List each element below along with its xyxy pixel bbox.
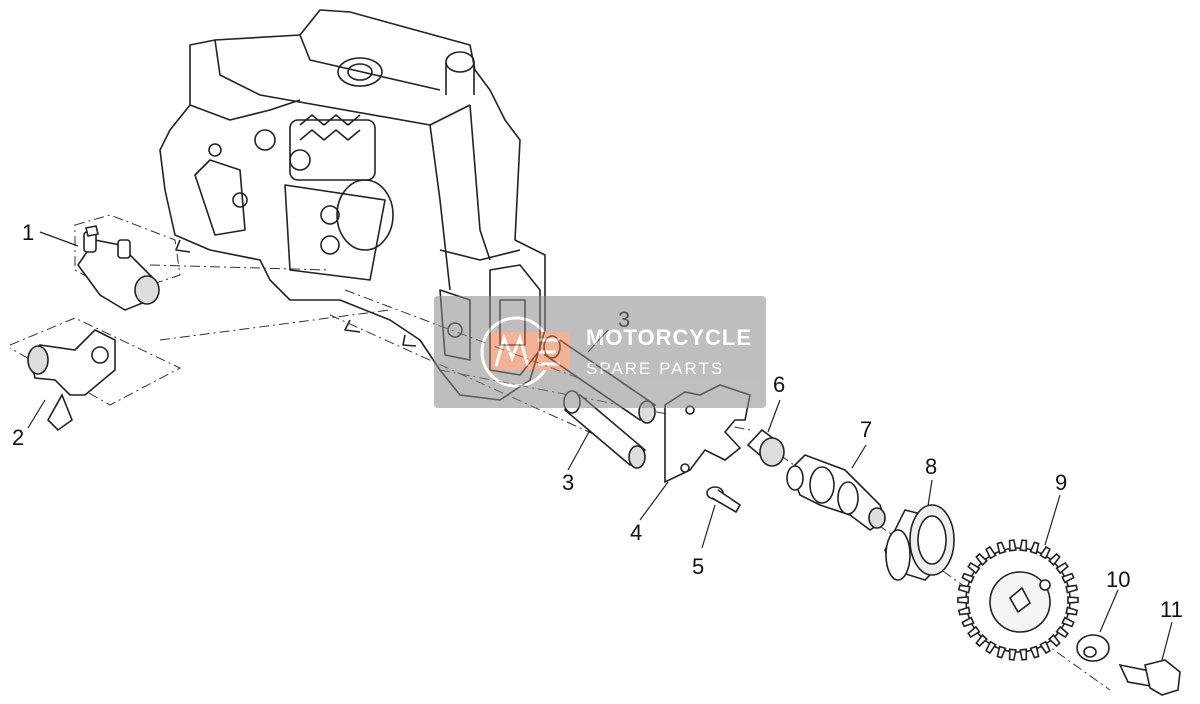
sprocket-tooth: [996, 541, 1007, 555]
sprocket-tooth: [1055, 625, 1069, 639]
sprocket-tooth: [1039, 545, 1051, 560]
part-1-rocker-arm: [77, 225, 160, 311]
sprocket-tooth: [1067, 596, 1079, 604]
sprocket-tooth: [985, 545, 997, 560]
sprocket-tooth: [957, 584, 971, 594]
sprocket-tooth: [957, 606, 971, 616]
sprocket-tooth: [961, 572, 975, 584]
callout-3-lower: 3: [562, 470, 574, 495]
sprocket-tooth: [1065, 584, 1079, 594]
callout-4: 4: [630, 520, 642, 545]
callout-2: 2: [12, 425, 24, 450]
sprocket-tooth: [957, 596, 969, 604]
watermark-line-2: SPARE PARTS: [586, 359, 724, 378]
part-11-bolt: [1118, 659, 1181, 696]
sprocket-tooth: [1008, 648, 1017, 661]
callout-7: 7: [860, 417, 872, 442]
sprocket-tooth: [996, 645, 1007, 659]
sprocket-tooth: [967, 561, 981, 575]
part-8-bearing: [884, 504, 955, 581]
sprocket-tooth: [961, 616, 975, 628]
sprocket-tooth: [1065, 606, 1079, 616]
sprocket-tooth: [1029, 645, 1040, 659]
watermark-line-1: MOTORCYCLE: [586, 325, 752, 350]
part-9-sprocket: [957, 539, 1079, 661]
part-5-screw: [706, 486, 742, 514]
callout-1: 1: [22, 220, 34, 245]
callout-11: 11: [1160, 597, 1183, 622]
sprocket-tooth: [1029, 541, 1040, 555]
part-10-washer: [1076, 634, 1110, 662]
part-7-camshaft: [786, 454, 886, 531]
sprocket-tooth: [975, 633, 988, 648]
sprocket-tooth: [1061, 572, 1075, 584]
sprocket-tooth: [1008, 539, 1017, 552]
callout-labels: 1 2 3 3 4 5 6 7 8 9 10 11: [12, 220, 1183, 622]
callout-9: 9: [1055, 470, 1067, 495]
watermark: MOTORCYCLE SPARE PARTS: [434, 296, 766, 408]
assembly-axis-lines: [9, 214, 1111, 691]
sprocket-tooth: [1048, 552, 1061, 567]
part-2-rocker-arm: [27, 329, 116, 432]
watermark-logo-icon: [480, 316, 570, 388]
callout-8: 8: [925, 454, 937, 479]
part-6-bushing: [746, 428, 785, 467]
callout-6: 6: [773, 372, 785, 397]
callout-10: 10: [1106, 567, 1130, 592]
sprocket-tooth: [1061, 616, 1075, 628]
callout-5: 5: [692, 554, 704, 579]
sprocket-tooth: [1039, 640, 1051, 655]
sprocket-tooth: [1019, 539, 1028, 552]
sprocket-tooth: [1019, 648, 1028, 661]
sprocket-tooth: [985, 640, 997, 655]
sprocket-tooth: [975, 552, 988, 567]
sprocket-tooth: [967, 625, 981, 639]
sprocket-tooth: [1048, 633, 1061, 648]
sprocket-tooth: [1055, 561, 1069, 575]
